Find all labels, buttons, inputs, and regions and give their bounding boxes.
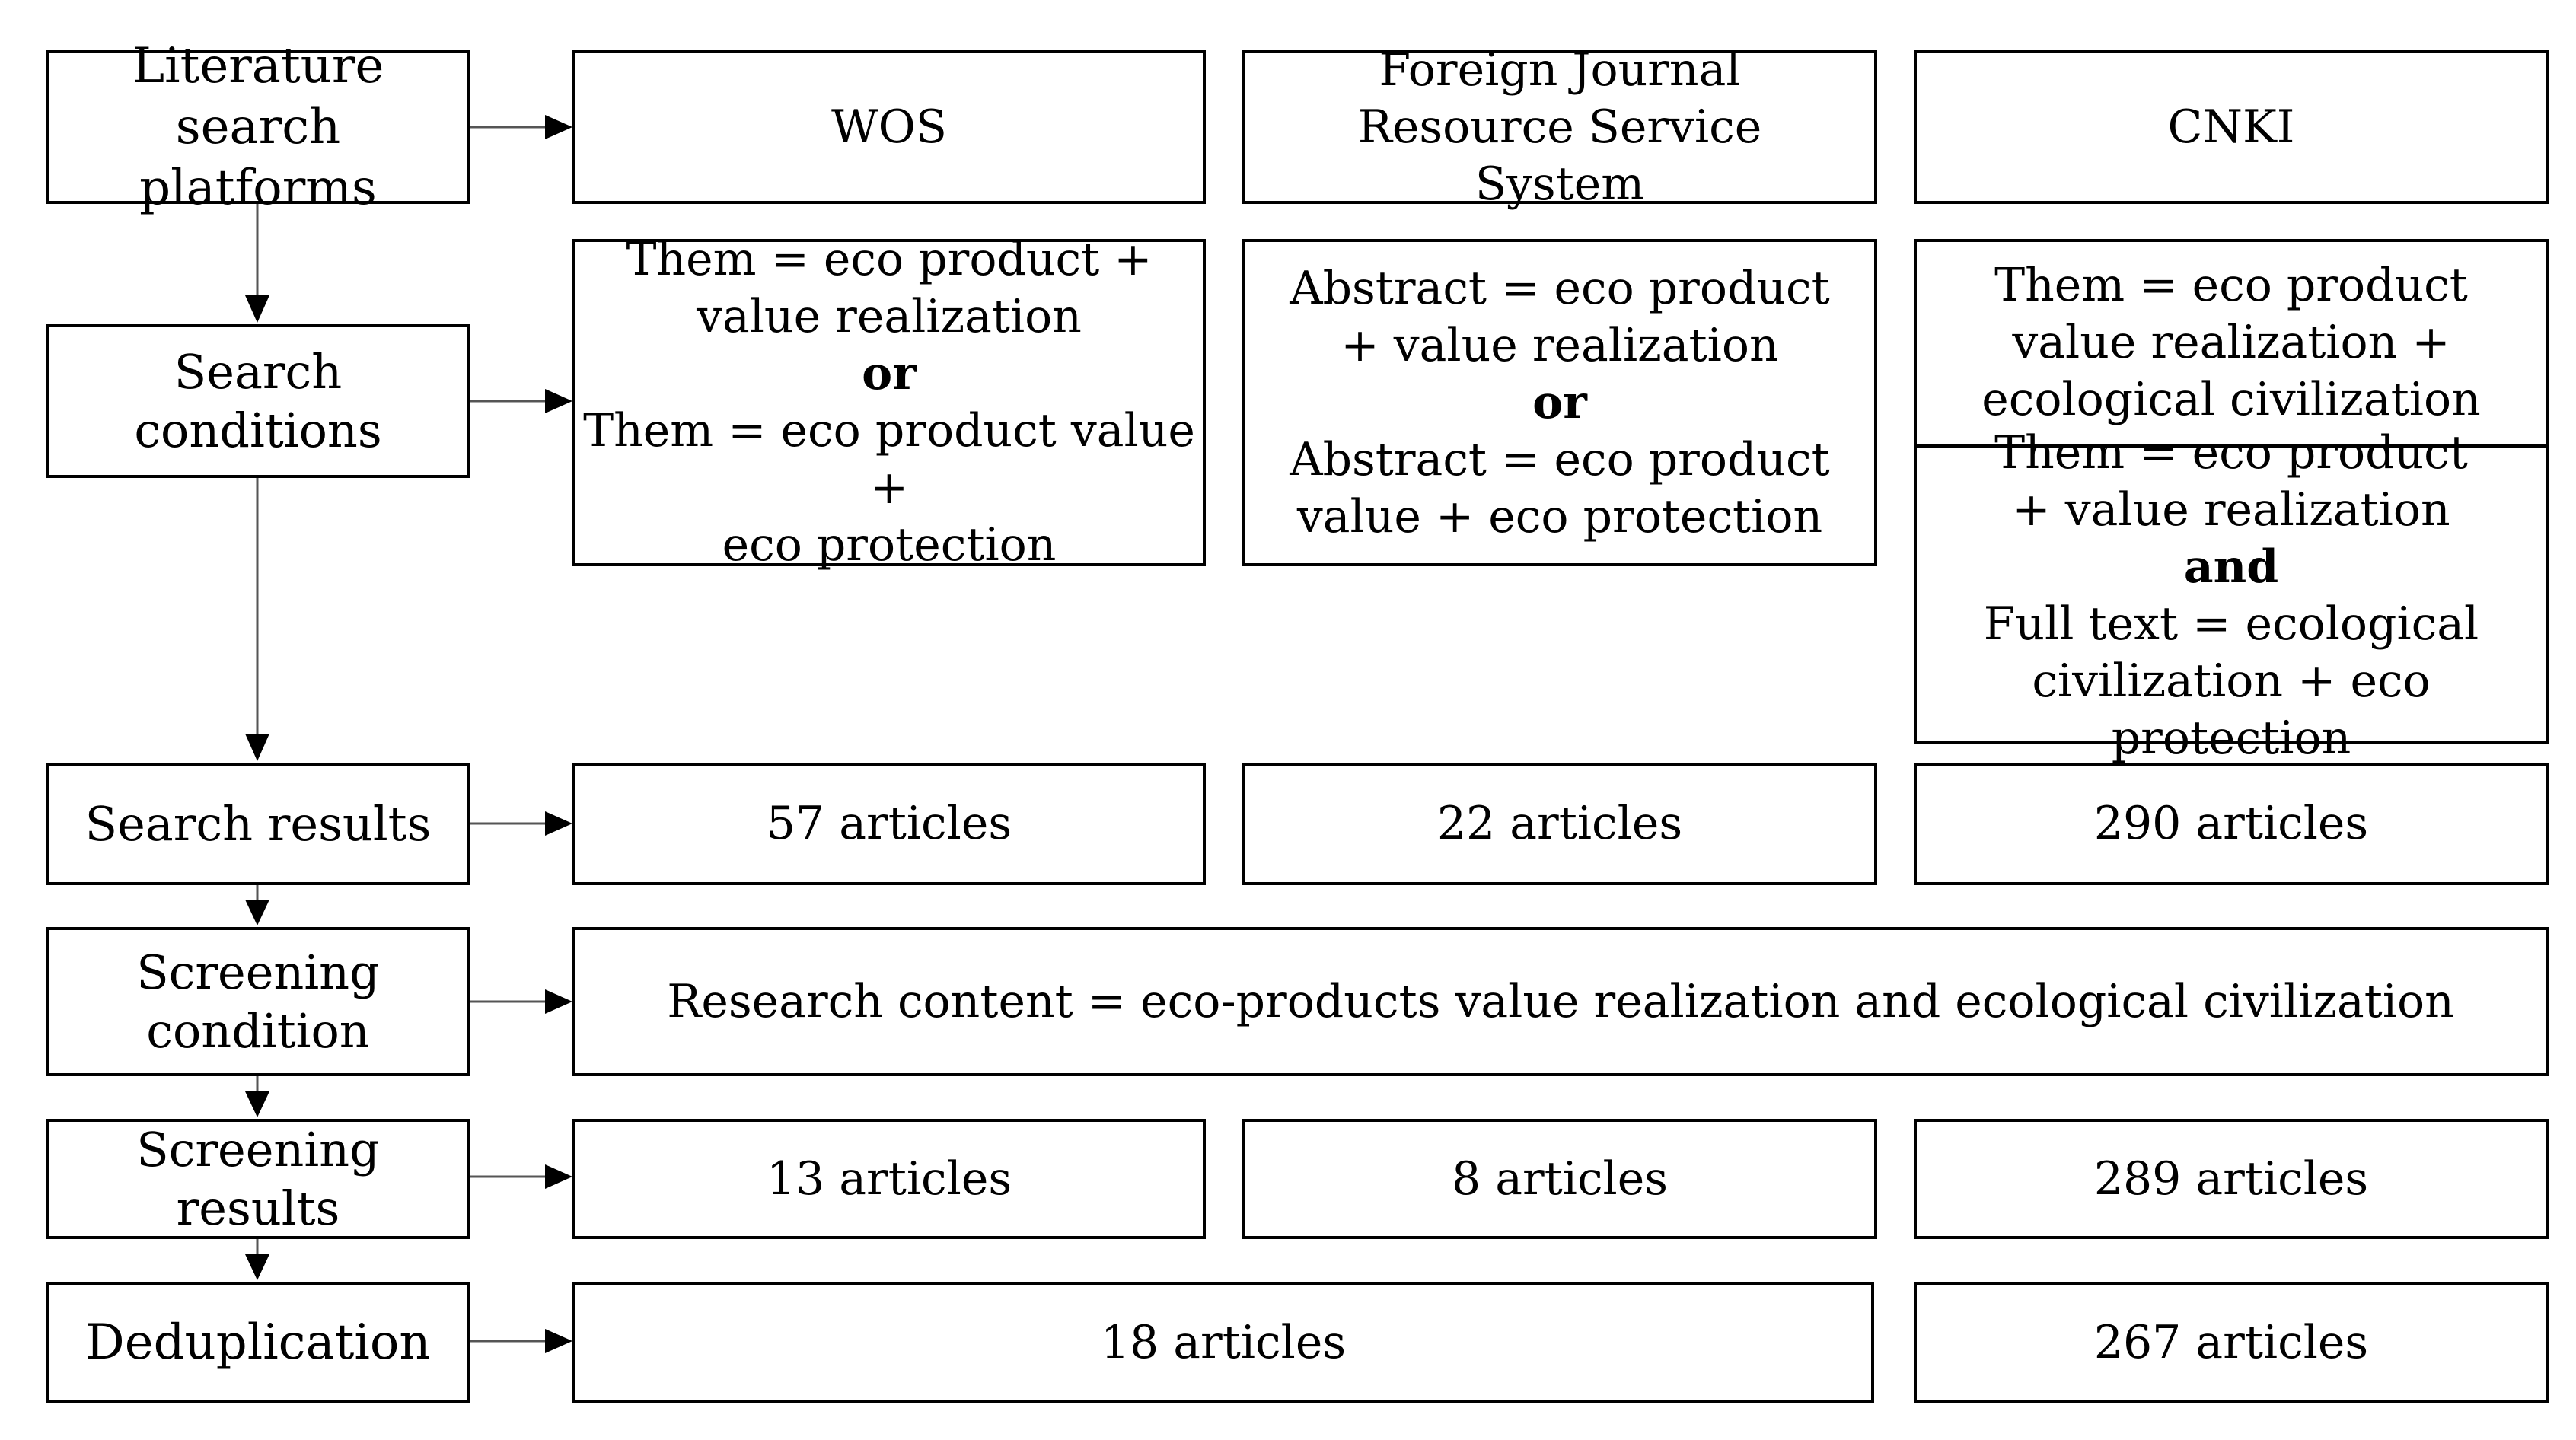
platform-cnki: CNKI [1914,50,2549,204]
dedup-combined: 18 articles [572,1282,1874,1403]
screening-condition-box: Research content = eco-products value re… [572,927,2549,1076]
result-foreign-count: 22 articles [1436,797,1683,850]
condition-cnki-bottom-line4: civilization + eco protection [2032,655,2431,765]
condition-wos-line4: eco protection [722,518,1057,572]
screening-result-foreign-count: 8 articles [1451,1152,1669,1206]
stage-deduplication-label: Deduplication [85,1314,431,1371]
platform-cnki-label: CNKI [2167,100,2295,154]
stage-results: Search results [46,763,470,885]
screening-result-wos-count: 13 articles [766,1152,1012,1206]
condition-wos-line2: value realization [697,290,1082,343]
stage-results-label: Search results [84,795,432,852]
dedup-combined-count: 18 articles [1100,1315,1347,1369]
stage-conditions-label: Search conditions [134,343,382,459]
condition-foreign-line2: + value realization [1341,318,1779,372]
screening-result-foreign: 8 articles [1242,1119,1877,1239]
condition-cnki-top-line2: value realization + [2012,315,2450,369]
arrowhead-down-5 [245,1254,269,1280]
arrowhead-right-5 [545,1164,572,1189]
arrowhead-right-3 [545,811,572,836]
arrowhead-right-6 [545,1329,572,1353]
arrowhead-right-2 [545,389,572,413]
platform-foreign: Foreign Journal Resource Service System [1242,43,1877,211]
platform-wos: WOS [572,50,1206,204]
screening-result-cnki-count: 289 articles [2093,1152,2369,1206]
arrowhead-right-1 [545,115,572,139]
stage-deduplication: Deduplication [46,1282,470,1403]
stage-conditions: Search conditions [46,324,470,478]
result-cnki: 290 articles [1914,763,2549,885]
condition-cnki-divider [1914,444,2549,448]
condition-cnki-top-line1: Them = eco product [1994,258,2468,312]
arrowhead-right-4 [545,989,572,1014]
platform-wos-label: WOS [831,100,947,154]
arrowhead-down-2 [245,734,269,761]
stage-screening-condition: Screening condition [46,927,470,1076]
dedup-cnki: 267 articles [1914,1282,2549,1403]
screening-result-cnki: 289 articles [1914,1119,2549,1239]
stage-platforms: Literature search platforms [46,38,470,216]
condition-cnki-bottom-operator: and [2183,540,2279,594]
condition-cnki-bottom-line3: Full text = ecological [1983,597,2479,651]
arrowhead-down-4 [245,1091,269,1117]
result-wos-count: 57 articles [766,797,1012,850]
condition-wos-line1: Them = eco product + [626,233,1153,286]
arrowhead-down-1 [245,295,269,323]
condition-foreign-line3: Abstract = eco product [1290,432,1830,486]
arrowhead-down-3 [245,900,269,925]
condition-cnki-top-line3: ecological civilization [1981,372,2481,426]
condition-cnki-top: Them = eco product value realization + e… [1914,239,2549,446]
condition-cnki-bottom: Them = eco product + value realization a… [1914,426,2549,765]
result-foreign: 22 articles [1242,763,1877,885]
condition-wos: Them = eco product + value realization o… [572,233,1206,572]
platform-foreign-label: Foreign Journal Resource Service System [1357,43,1762,211]
result-cnki-count: 290 articles [2093,797,2369,850]
condition-cnki-bottom-line1: Them = eco product [1994,426,2468,479]
condition-foreign-line1: Abstract = eco product [1290,261,1830,315]
condition-foreign-line4: value + eco protection [1296,489,1823,543]
condition-foreign: Abstract = eco product + value realizati… [1242,239,1877,566]
screening-condition-text: Research content = eco-products value re… [667,974,2454,1028]
stage-screening-results-label: Screening results [136,1121,380,1237]
condition-cnki-bottom-line2: + value realization [2012,483,2450,537]
stage-screening-condition-label: Screening condition [136,944,380,1059]
screening-result-wos: 13 articles [572,1119,1206,1239]
stage-screening-results: Screening results [46,1119,470,1239]
stage-platforms-label: Literature search platforms [132,38,384,216]
condition-wos-operator: or [862,347,917,400]
dedup-cnki-count: 267 articles [2093,1315,2369,1369]
result-wos: 57 articles [572,763,1206,885]
condition-cnki: Them = eco product value realization + e… [1914,239,2549,765]
condition-wos-line3: Them = eco product value + [583,404,1195,515]
condition-foreign-operator: or [1532,375,1587,429]
